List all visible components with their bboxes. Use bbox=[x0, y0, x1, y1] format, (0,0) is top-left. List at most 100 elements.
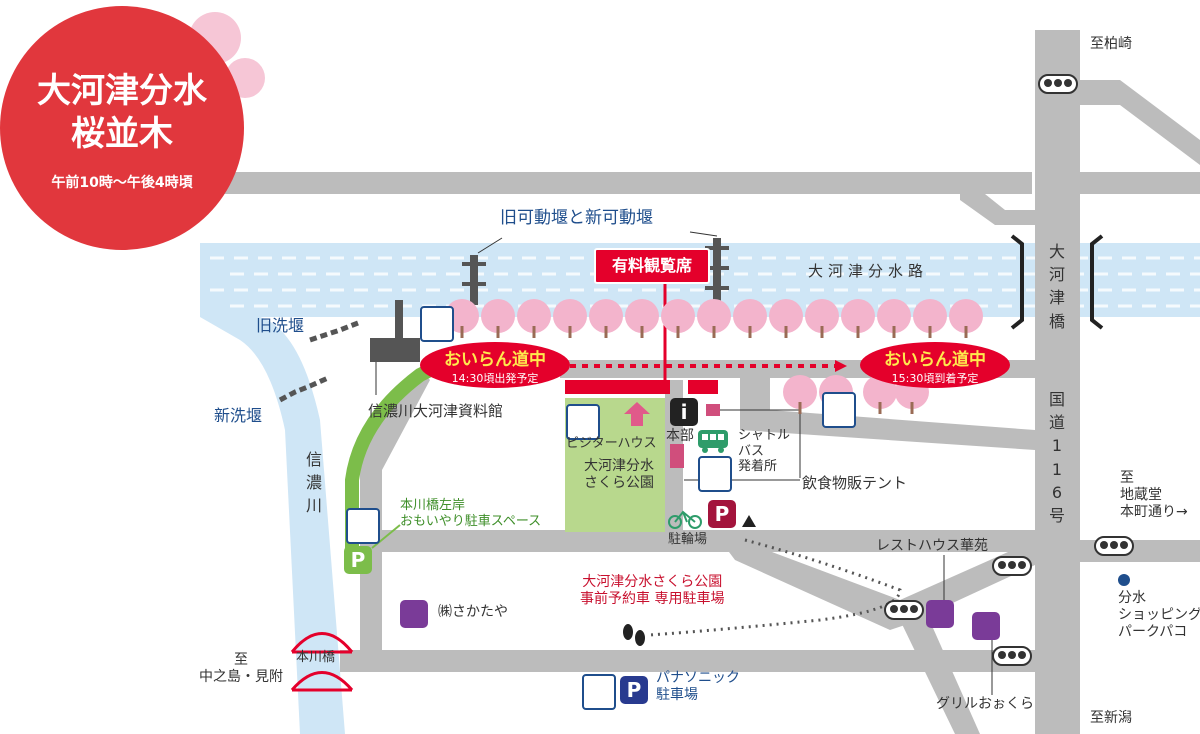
pako-l2: ショッピング bbox=[1118, 606, 1200, 623]
parking-icon: P bbox=[620, 676, 648, 704]
road-ne bbox=[1080, 80, 1200, 165]
food-tent-label: 飲食物販テント bbox=[802, 474, 908, 492]
road-diagonal bbox=[720, 540, 1035, 630]
to-niigata-label: 至新潟 bbox=[1090, 710, 1132, 726]
parade-start-time: 14:30頃出発予定 bbox=[451, 372, 539, 385]
cherry-tree bbox=[913, 299, 947, 333]
arrow-up-icon bbox=[742, 515, 756, 527]
cherry-tree bbox=[863, 375, 897, 409]
road-north bbox=[190, 172, 1032, 194]
museum-label: 信濃川大河津資料館 bbox=[368, 402, 504, 420]
cherry-tree bbox=[733, 299, 767, 333]
sakataya-label: ㈱さかたや bbox=[438, 604, 508, 620]
shinano-river bbox=[200, 317, 345, 734]
cherry-tree bbox=[625, 299, 659, 333]
left-bank-l1: 本川橋左岸 bbox=[400, 498, 466, 513]
road-south-branch bbox=[900, 610, 980, 734]
shuttle-label-l3: 発着所 bbox=[738, 459, 778, 475]
road-ramp bbox=[960, 194, 1035, 225]
pako-label: 分水 ショッピング パークパコ bbox=[1118, 590, 1200, 640]
reserved-parking-l1: 大河津分水さくら公園 bbox=[582, 574, 723, 590]
to-nakanoshima-label: 至 中之島・見附 bbox=[196, 652, 286, 686]
bus-icon bbox=[698, 430, 728, 453]
toilet-icon bbox=[822, 392, 856, 428]
visitor-house-label: ビジターハウス bbox=[566, 436, 657, 451]
road-north-east bbox=[1080, 172, 1200, 194]
traffic-signal-icon bbox=[1038, 74, 1078, 94]
to-jizodo-label: 至 地蔵堂 本町通り→ bbox=[1120, 470, 1188, 520]
sakataya-icon bbox=[400, 600, 428, 628]
shuttle-label: シャトル バス 発着所 bbox=[738, 428, 790, 475]
footprint-icon bbox=[623, 624, 645, 646]
canal-label: 大河津分水路 bbox=[808, 262, 929, 280]
park-label-l2: さくら公園 bbox=[584, 474, 654, 491]
toilet-icon bbox=[346, 508, 380, 544]
traffic-signal-icon bbox=[884, 600, 924, 620]
old-weir-label: 旧洗堰 bbox=[256, 316, 305, 335]
cherry-trunk bbox=[712, 326, 716, 338]
left-bank-label: 本川橋左岸 おもいやり駐車スペース bbox=[400, 498, 541, 529]
weir-pointer-old bbox=[477, 237, 503, 254]
bridge-bracket-east bbox=[1090, 234, 1104, 330]
parade-start: おいらん道中 14:30頃出発予定 bbox=[420, 342, 570, 388]
title-heading: 大河津分水 桜並木 bbox=[0, 70, 244, 155]
parade-end-time: 15:30頃到着予定 bbox=[891, 372, 979, 385]
info-icon: i bbox=[670, 398, 698, 426]
paid-seats-label: 有料観覧席 bbox=[594, 248, 710, 284]
park-label-l1: 大河津分水 bbox=[584, 458, 654, 474]
parade-end-title: おいらん道中 bbox=[884, 350, 986, 370]
parade-start-title: おいらん道中 bbox=[444, 350, 546, 370]
cherry-tree bbox=[661, 299, 695, 333]
cherry-trunk bbox=[910, 402, 914, 414]
cherry-trunk bbox=[964, 326, 968, 338]
reserved-parking-label: 大河津分水さくら公園 事前予約車 専用駐車場 bbox=[580, 574, 724, 608]
route-116 bbox=[1035, 30, 1080, 734]
panasonic-l2: 駐車場 bbox=[656, 686, 698, 703]
green-path bbox=[345, 363, 434, 560]
tent-1 bbox=[706, 404, 720, 416]
to-nakanoshima-l2: 中之島・見附 bbox=[199, 668, 283, 685]
road-east-park bbox=[740, 378, 1035, 450]
weirs-label: 旧可動堰と新可動堰 bbox=[500, 208, 653, 228]
cherry-trunk bbox=[748, 326, 752, 338]
to-jizodo-l2: 地蔵堂 bbox=[1120, 486, 1162, 503]
to-jizodo-l3: 本町通り→ bbox=[1120, 503, 1188, 520]
left-bank-l2: おもいやり駐車スペース bbox=[400, 513, 542, 529]
cherry-trunk bbox=[820, 326, 824, 338]
title-hours: 午前10時～午後4時頃 bbox=[51, 175, 193, 191]
toilet-icon bbox=[420, 306, 454, 342]
cherry-tree bbox=[841, 299, 875, 333]
road-middle bbox=[360, 530, 1040, 552]
traffic-signal-icon bbox=[1094, 536, 1134, 556]
visitor-house-icon bbox=[624, 402, 650, 426]
to-jizodo-l1: 至 bbox=[1120, 470, 1134, 486]
reserved-parking-l2: 事前予約車 専用駐車場 bbox=[580, 590, 725, 607]
toilet-icon bbox=[582, 674, 616, 710]
title-line2: 桜並木 bbox=[71, 113, 173, 154]
paid-seats-area bbox=[565, 380, 670, 394]
tent-2 bbox=[670, 444, 684, 468]
pako-marker bbox=[1118, 574, 1130, 586]
shuttle-label-l2: バス bbox=[738, 443, 765, 459]
cherry-trunk bbox=[568, 326, 572, 338]
bicycle-label: 駐輪場 bbox=[668, 532, 708, 547]
new-weir-marker bbox=[278, 375, 330, 403]
cherry-tree bbox=[517, 299, 551, 333]
restaurant-icon bbox=[972, 612, 1000, 640]
traffic-signal-icon bbox=[992, 556, 1032, 576]
cherry-tree bbox=[697, 299, 731, 333]
road-south bbox=[340, 650, 1040, 672]
panasonic-label: パナソニック 駐車場 bbox=[656, 670, 740, 704]
shuttle-label-l1: シャトル bbox=[738, 428, 791, 443]
cherry-trunk bbox=[784, 326, 788, 338]
bicycle-icon bbox=[668, 510, 702, 529]
bridge-icon bbox=[290, 632, 354, 692]
weir-pointer-new bbox=[689, 231, 718, 237]
bridge-bracket-west bbox=[1010, 234, 1024, 330]
pako-l3: パークパコ bbox=[1118, 623, 1188, 640]
to-kashiwazaki-label: 至柏崎 bbox=[1090, 36, 1132, 52]
paid-seats-area-2 bbox=[688, 380, 718, 394]
grill-label: グリルおぉくら bbox=[936, 696, 1034, 712]
cherry-trunk bbox=[856, 326, 860, 338]
cherry-tree bbox=[553, 299, 587, 333]
